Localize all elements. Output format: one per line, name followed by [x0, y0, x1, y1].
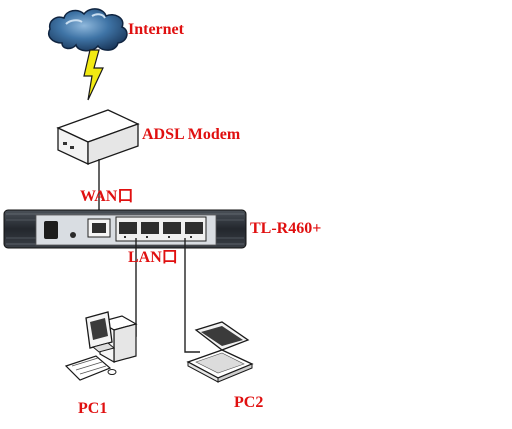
desktop-pc-icon	[64, 311, 138, 381]
internet-label: Internet	[128, 21, 184, 38]
router-icon	[3, 209, 247, 249]
reset-button	[70, 232, 76, 238]
cloud-icon	[48, 8, 128, 52]
lightning-bolt-icon	[83, 49, 104, 101]
modem-icon	[56, 109, 140, 166]
lan-cable-pc2	[184, 238, 200, 353]
modem-label: ADSL Modem	[142, 126, 241, 143]
wan-port-label: WAN口	[80, 188, 134, 205]
lan-port-label: LAN口	[128, 249, 178, 266]
pc1-label: PC1	[78, 400, 108, 417]
power-jack	[44, 221, 58, 239]
laptop-icon	[186, 321, 254, 383]
pc2-label: PC2	[234, 394, 264, 411]
router-label: TL-R460+	[250, 220, 322, 237]
